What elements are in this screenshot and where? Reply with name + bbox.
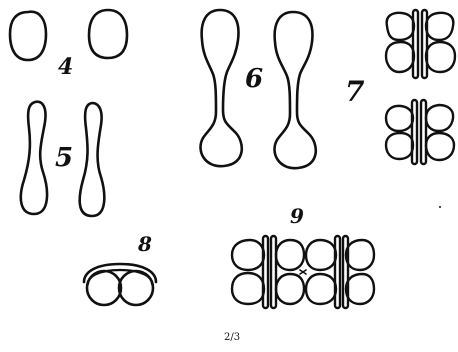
- figure-7-upper-cell-group: [386, 10, 455, 78]
- figure-label-4: 4: [58, 56, 73, 78]
- dumbbell-cell-left: [201, 10, 242, 166]
- constricted-cell-left: [21, 102, 47, 214]
- oval-cell-left: [10, 12, 46, 60]
- figure-label-9: 9: [290, 206, 304, 226]
- figure-4-cells: [10, 10, 127, 60]
- specks: [439, 206, 441, 208]
- constricted-cell-right: [80, 103, 105, 216]
- figure-7-lower-cell-group: [386, 100, 454, 164]
- figure-9-colony: [232, 236, 374, 308]
- figure-label-6: 6: [245, 66, 263, 92]
- figure-label-5: 5: [55, 145, 73, 171]
- dumbbell-cell-right: [275, 12, 316, 168]
- cell-right: [119, 271, 153, 305]
- figure-label-8: 8: [138, 234, 152, 254]
- figure-8-cell-pair: [84, 264, 156, 305]
- figure-label-7: 7: [345, 78, 364, 106]
- cell-left: [87, 271, 121, 305]
- oval-cell-right: [89, 10, 127, 58]
- colony-junction-mark: [300, 270, 306, 274]
- scale-note: 2/3: [224, 333, 240, 343]
